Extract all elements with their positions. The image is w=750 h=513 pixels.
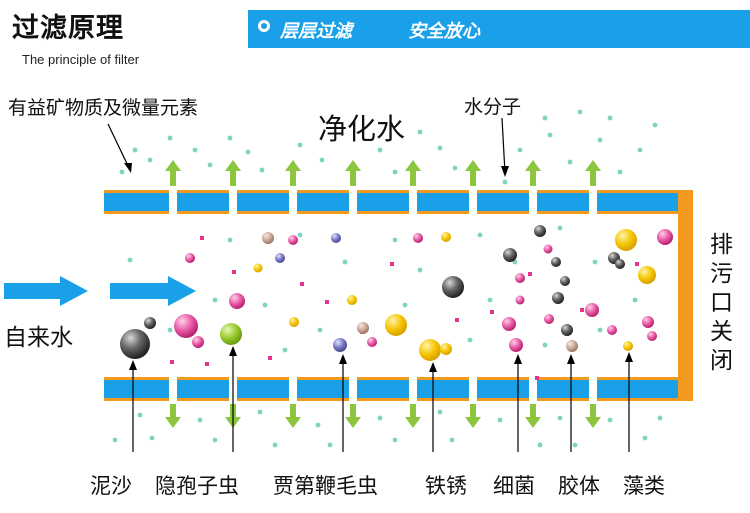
banner-text-layered-filter: 层层过滤: [280, 21, 352, 42]
page-subtitle: The principle of filter: [22, 52, 140, 67]
contaminant-label-bacteria: 细菌: [493, 474, 535, 498]
label-drain-char: 关: [710, 319, 733, 345]
label-drain-char: 污: [710, 261, 733, 287]
label-drain-char: 排: [710, 232, 733, 258]
top-membrane: [104, 190, 678, 214]
label-drain-char: 闭: [710, 348, 733, 374]
page-title: 过滤原理: [12, 13, 124, 44]
slogan-banner: 层层过滤 安全放心: [248, 10, 750, 48]
contaminant-labels: 泥沙 隐孢子虫 贾第鞭毛虫 铁锈 细菌 胶体 藻类: [0, 470, 750, 510]
label-water-molecule: 水分子: [464, 96, 522, 118]
contaminant-label-sediment: 泥沙: [90, 474, 132, 498]
circle-icon: [258, 20, 270, 32]
contaminant-label-rust: 铁锈: [425, 474, 467, 498]
label-leader-arrows: [107, 117, 633, 452]
contaminant-label-colloid: 胶体: [558, 474, 600, 498]
contaminant-label-giardia: 贾第鞭毛虫: [273, 474, 378, 498]
label-purified-water: 净化水: [318, 112, 406, 146]
inflow-arrows: [4, 276, 196, 306]
contaminant-particles: [120, 225, 673, 361]
drain-wall: [678, 190, 693, 401]
bottom-membrane: [104, 377, 678, 401]
outflow-arrows-top: [165, 160, 601, 186]
label-drain-char: 口: [710, 290, 733, 316]
banner-text-safe: 安全放心: [408, 21, 480, 42]
label-beneficial-minerals: 有益矿物质及微量元素: [8, 97, 199, 119]
water-molecules: [112, 109, 663, 448]
contaminant-label-algae: 藻类: [623, 474, 665, 498]
contaminant-label-cryptosporidium: 隐孢子虫: [155, 474, 239, 498]
label-tap-water: 自来水: [4, 325, 73, 351]
outflow-arrows-bottom: [165, 404, 601, 428]
